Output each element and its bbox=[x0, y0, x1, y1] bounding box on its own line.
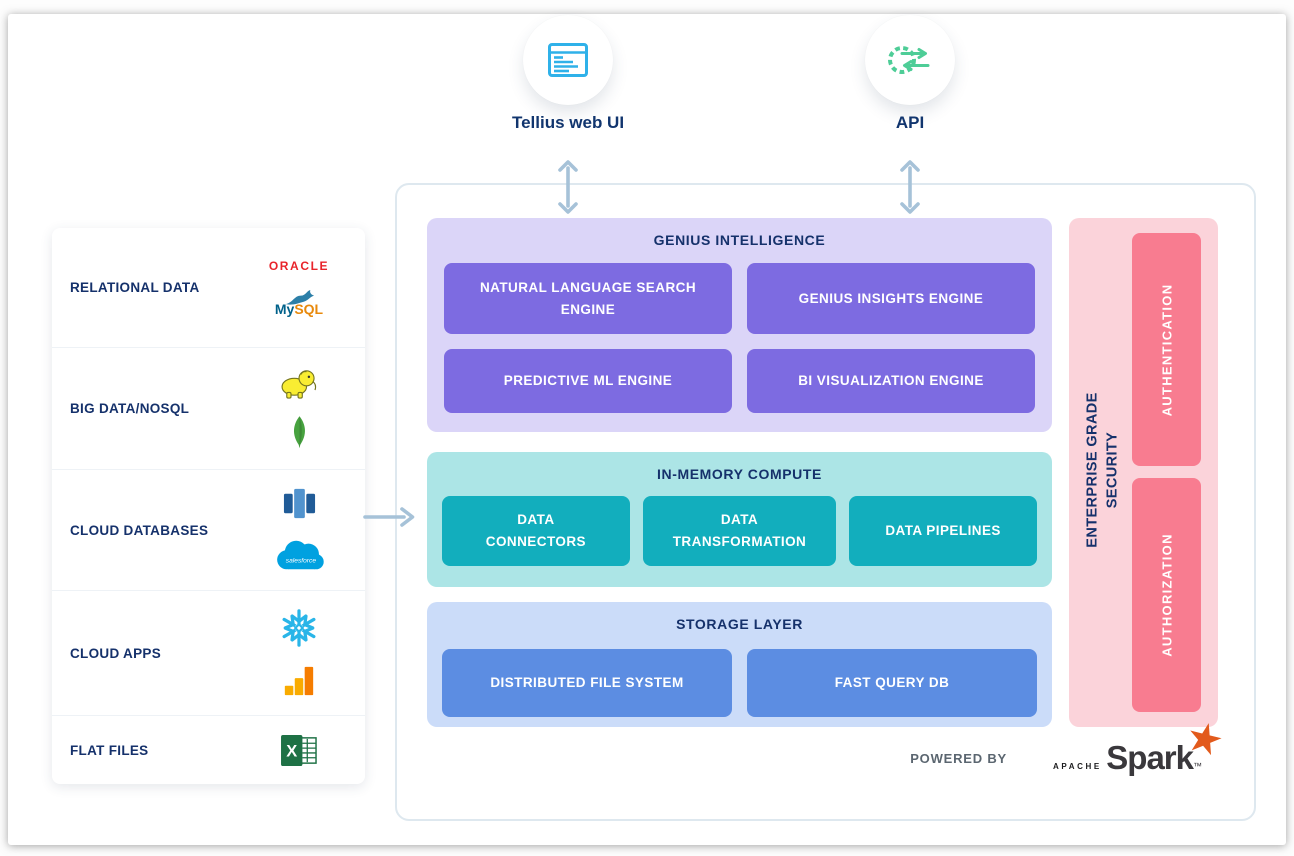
in-memory-compute-panel: IN-MEMORY COMPUTE DATA CONNECTORS DATA T… bbox=[427, 452, 1052, 587]
excel-logo-icon: X bbox=[280, 734, 317, 766]
spark-trademark: ™ bbox=[1193, 761, 1202, 771]
tellius-web-ui-circle bbox=[523, 15, 613, 105]
oracle-logo-icon: ORACLE bbox=[268, 259, 330, 273]
mongodb-logo-icon bbox=[293, 416, 305, 449]
apache-spark-logo: APACHE Spark™ ★ bbox=[1025, 711, 1229, 776]
enterprise-security-panel: ENTERPRISE GRADE SECURITY AUTHENTICATION… bbox=[1069, 218, 1218, 727]
source-row-big-data-nosql: BIG DATA/NOSQL bbox=[52, 348, 365, 470]
box-genius-insights-engine: GENIUS INSIGHTS ENGINE bbox=[747, 263, 1035, 334]
excel-x-letter: X bbox=[286, 741, 297, 760]
source-row-cloud-apps: CLOUD APPS bbox=[52, 591, 365, 716]
box-authentication: AUTHENTICATION bbox=[1132, 233, 1201, 466]
mysql-logo-icon: MySQL bbox=[275, 289, 323, 316]
source-label-flat-files: FLAT FILES bbox=[70, 742, 149, 758]
powered-by-label: POWERED BY bbox=[910, 750, 1008, 766]
source-label-relational-data: RELATIONAL DATA bbox=[70, 280, 200, 295]
sources-to-platform-arrow-icon bbox=[363, 507, 415, 527]
spark-wordmark: Spark™ bbox=[1106, 739, 1202, 776]
box-predictive-ml-engine: PREDICTIVE ML ENGINE bbox=[444, 349, 732, 413]
powered-by-row: POWERED BY APACHE Spark™ ★ bbox=[708, 711, 1229, 776]
box-data-pipelines: DATA PIPELINES bbox=[849, 496, 1037, 566]
apache-wordmark: APACHE bbox=[1053, 762, 1102, 771]
box-distributed-file-system: DISTRIBUTED FILE SYSTEM bbox=[442, 649, 732, 717]
in-memory-compute-title: IN-MEMORY COMPUTE bbox=[657, 466, 822, 482]
bidirectional-arrow-api-icon bbox=[900, 160, 920, 214]
diagram-page: Tellius web UI API RELATIONAL DATA ORACL… bbox=[8, 14, 1286, 845]
source-label-cloud-databases: CLOUD DATABASES bbox=[70, 522, 209, 538]
box-fast-query-db: FAST QUERY DB bbox=[747, 649, 1037, 717]
bidirectional-arrow-web-ui-icon bbox=[558, 160, 578, 214]
genius-intelligence-title: GENIUS INTELLIGENCE bbox=[653, 232, 826, 248]
source-row-flat-files: FLAT FILES X bbox=[52, 716, 365, 784]
source-label-big-data-nosql: BIG DATA/NOSQL bbox=[70, 401, 190, 416]
box-bi-visualization-engine: BI VISUALIZATION ENGINE bbox=[747, 349, 1035, 413]
source-row-relational-data: RELATIONAL DATA ORACLE MySQL bbox=[52, 228, 365, 348]
storage-layer-panel: STORAGE LAYER DISTRIBUTED FILE SYSTEM FA… bbox=[427, 602, 1052, 727]
box-data-connectors: DATA CONNECTORS bbox=[442, 496, 630, 566]
salesforce-logo-icon: salesforce bbox=[277, 540, 324, 569]
source-label-cloud-apps: CLOUD APPS bbox=[70, 645, 162, 661]
box-natural-language-search-engine: NATURAL LANGUAGE SEARCH ENGINE bbox=[444, 263, 732, 334]
redshift-logo-icon bbox=[283, 488, 315, 518]
genius-intelligence-panel: GENIUS INTELLIGENCE NATURAL LANGUAGE SEA… bbox=[427, 218, 1052, 432]
google-analytics-logo-icon bbox=[284, 666, 314, 696]
salesforce-wordmark: salesforce bbox=[286, 557, 317, 564]
mysql-dolphin-icon bbox=[285, 289, 315, 305]
api-circle bbox=[865, 15, 955, 105]
authentication-label: AUTHENTICATION bbox=[1159, 283, 1174, 416]
source-row-cloud-databases: CLOUD DATABASES bbox=[52, 470, 365, 591]
api-label: API bbox=[895, 113, 925, 132]
hadoop-logo-icon bbox=[281, 370, 317, 399]
gear-arrows-icon bbox=[888, 46, 930, 74]
tellius-web-ui-label: Tellius web UI bbox=[511, 113, 625, 132]
enterprise-security-title: ENTERPRISE GRADE SECURITY bbox=[1084, 392, 1121, 548]
box-authorization: AUTHORIZATION bbox=[1132, 478, 1201, 712]
box-data-transformation: DATA TRANSFORMATION bbox=[642, 496, 837, 566]
snowflake-logo-icon bbox=[282, 609, 316, 647]
authorization-label: AUTHORIZATION bbox=[1159, 533, 1174, 657]
storage-layer-title: STORAGE LAYER bbox=[676, 616, 803, 632]
browser-window-icon bbox=[548, 43, 588, 77]
data-sources-card: RELATIONAL DATA ORACLE MySQL BIG DATA/NO… bbox=[52, 228, 365, 784]
